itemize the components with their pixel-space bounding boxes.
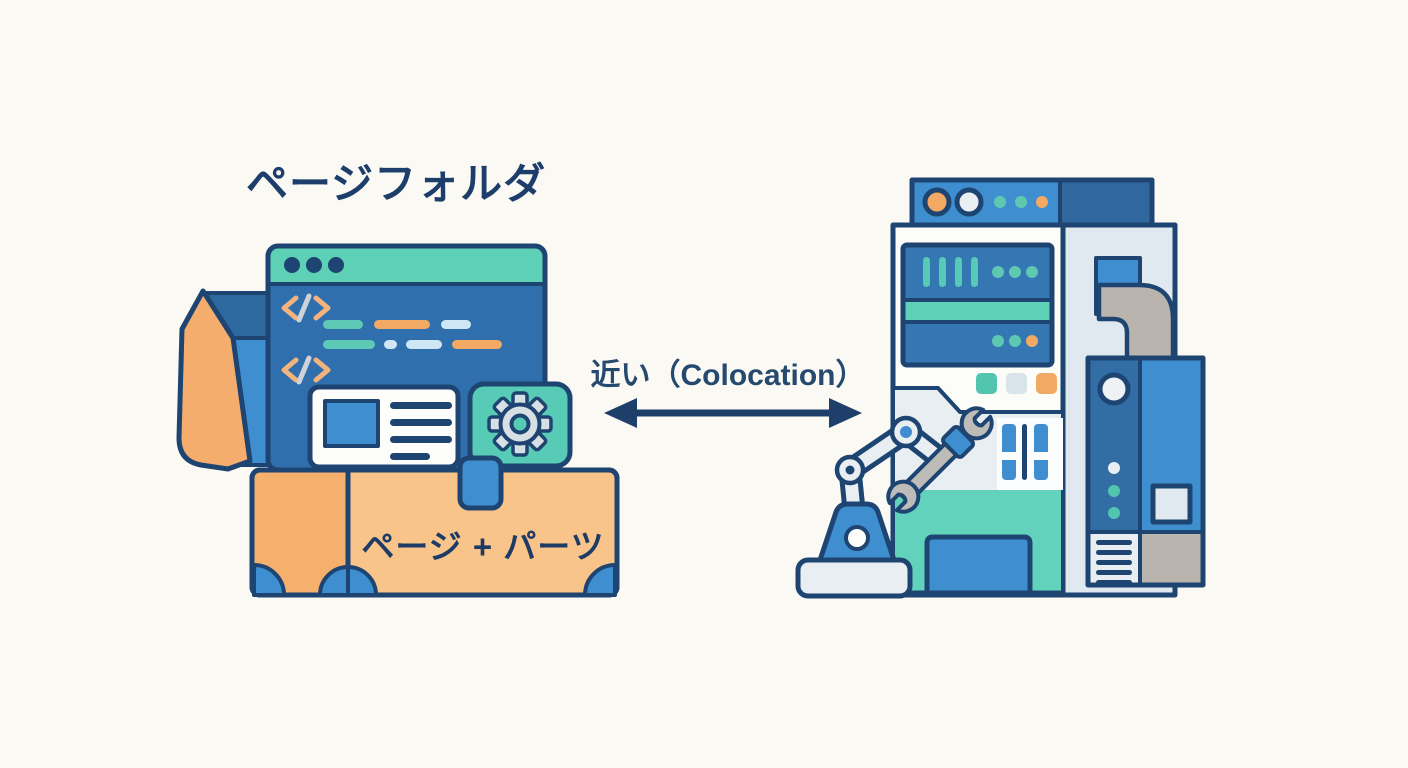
robot-arm-icon [795, 406, 994, 599]
square-button [1150, 483, 1193, 525]
side-panel [1085, 355, 1206, 588]
box-notch [457, 455, 504, 511]
parts-box-icon [249, 455, 620, 598]
page-folder-figure [176, 243, 620, 598]
machine-top-bar [909, 177, 1155, 228]
gear-tile [467, 381, 573, 469]
content-card-icon [307, 384, 461, 470]
server-rack-icon [900, 242, 1055, 368]
code-lines [323, 320, 502, 349]
machine-door [924, 534, 1033, 596]
page-title: ページフォルダ [246, 160, 547, 207]
side-panel-port [1097, 372, 1131, 406]
side-panel-lights [1108, 462, 1120, 519]
box-corner-accents [252, 563, 617, 597]
relation-label: 近い（Colocation） [590, 359, 866, 392]
vent-icon [1096, 540, 1132, 585]
wrench-icon [886, 406, 994, 514]
indicator-lights [922, 187, 1048, 217]
slider-panel-icon [997, 418, 1063, 490]
folder-flap-icon [176, 288, 253, 472]
code-tag-icon [281, 293, 331, 323]
colocation-arrow-icon [604, 398, 862, 428]
arm-base-plate [795, 557, 913, 599]
status-squares [976, 373, 1057, 394]
box-label: ページ + パーツ [361, 528, 605, 565]
window-dots [284, 257, 344, 273]
gear-icon [487, 391, 553, 457]
gripper-band [941, 425, 975, 459]
code-tag-icon [281, 355, 331, 385]
build-machine-figure [795, 177, 1206, 599]
